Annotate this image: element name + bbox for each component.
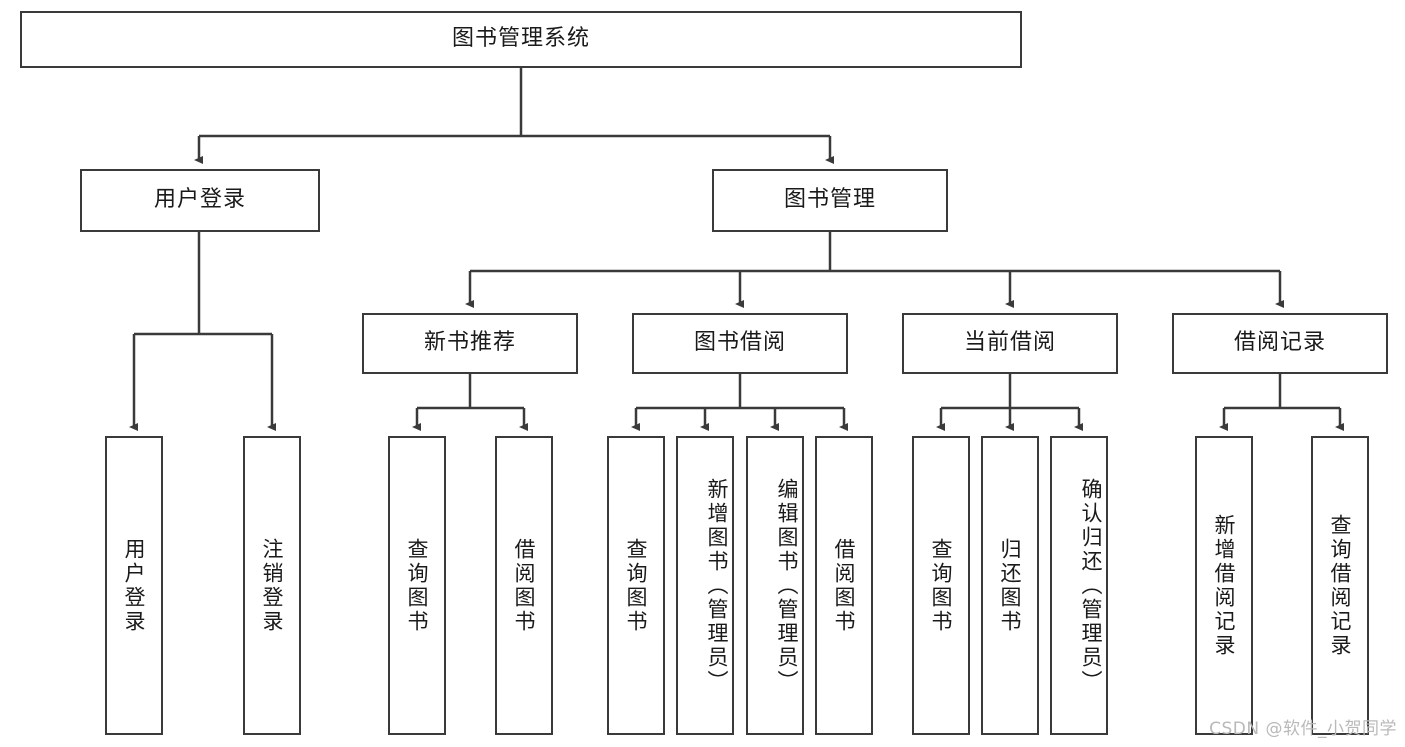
csdn-watermark: CSDN @软件_小贺同学 <box>1209 719 1397 739</box>
leaf-user-login-login[interactable]: 用户登录 <box>105 436 163 735</box>
node-borrow-records[interactable]: 借阅记录 <box>1172 313 1388 374</box>
node-label: 注销登录 <box>260 537 284 634</box>
node-label: 查询图书 <box>624 537 648 634</box>
leaf-book-borrow-borrow-book[interactable]: 借阅图书 <box>815 436 873 735</box>
node-label: 查询图书 <box>929 537 953 634</box>
leaf-current-borrow-query-book[interactable]: 查询图书 <box>912 436 970 735</box>
node-label: 新增借阅记录 <box>1212 513 1236 658</box>
leaf-current-borrow-confirm-return-admin[interactable]: 确认归还（管理员） <box>1050 436 1108 735</box>
node-label: 新书推荐 <box>423 330 516 356</box>
leaf-borrow-records-add-record[interactable]: 新增借阅记录 <box>1195 436 1253 735</box>
node-label: 归还图书 <box>998 537 1022 634</box>
leaf-borrow-records-query-record[interactable]: 查询借阅记录 <box>1311 436 1369 735</box>
node-label: 查询借阅记录 <box>1328 513 1352 658</box>
node-label: 用户登录 <box>122 537 146 634</box>
node-label: 借阅记录 <box>1233 330 1326 356</box>
node-label: 编辑图书（管理员） <box>775 477 799 694</box>
node-label: 当前借阅 <box>963 330 1056 356</box>
node-label: 图书管理 <box>783 187 876 213</box>
node-label: 新增图书（管理员） <box>705 477 729 694</box>
node-label: 确认归还（管理员） <box>1079 477 1103 694</box>
node-label: 查询图书 <box>405 537 429 634</box>
leaf-book-borrow-add-book-admin[interactable]: 新增图书（管理员） <box>676 436 734 735</box>
leaf-new-book-borrow-book[interactable]: 借阅图书 <box>495 436 553 735</box>
node-label: 图书借阅 <box>693 330 786 356</box>
node-root-book-management-system[interactable]: 图书管理系统 <box>20 11 1022 68</box>
leaf-new-book-query-book[interactable]: 查询图书 <box>388 436 446 735</box>
node-current-borrow[interactable]: 当前借阅 <box>902 313 1118 374</box>
node-new-book-recommend[interactable]: 新书推荐 <box>362 313 578 374</box>
node-user-login[interactable]: 用户登录 <box>80 169 320 232</box>
leaf-user-login-logout[interactable]: 注销登录 <box>243 436 301 735</box>
node-label: 借阅图书 <box>512 537 536 634</box>
node-book-management[interactable]: 图书管理 <box>712 169 948 232</box>
node-label: 用户登录 <box>153 187 246 213</box>
leaf-book-borrow-edit-book-admin[interactable]: 编辑图书（管理员） <box>746 436 804 735</box>
node-label: 图书管理系统 <box>451 26 590 52</box>
leaf-current-borrow-return-book[interactable]: 归还图书 <box>981 436 1039 735</box>
node-label: 借阅图书 <box>832 537 856 634</box>
leaf-book-borrow-query-book[interactable]: 查询图书 <box>607 436 665 735</box>
node-book-borrow[interactable]: 图书借阅 <box>632 313 848 374</box>
